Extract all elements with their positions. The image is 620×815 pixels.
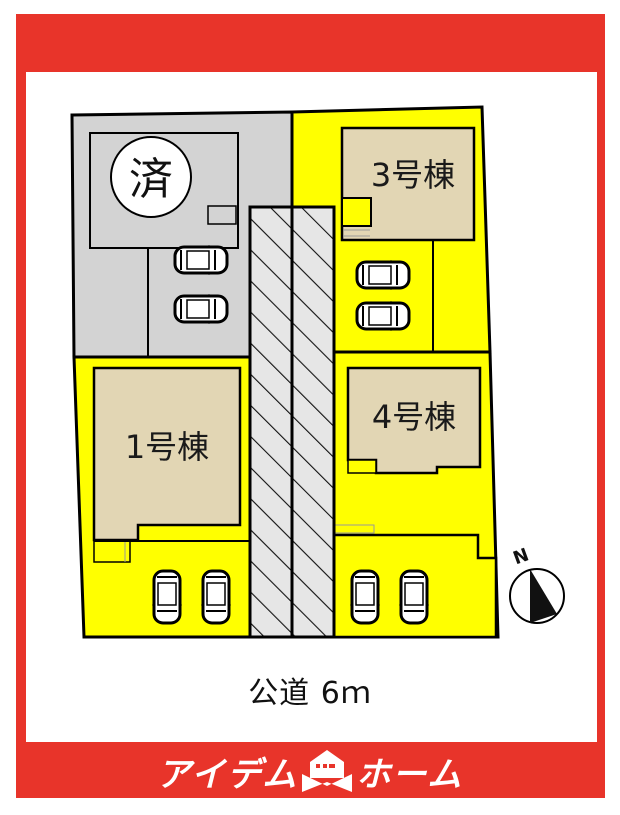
brand-name-right: ホーム [356, 754, 464, 795]
brand-logo: アイデム ホーム [0, 746, 620, 796]
private-road [248, 205, 336, 639]
public-road-label: 公道 6ｍ [248, 676, 372, 711]
lot-1: 1号棟 [72, 355, 252, 639]
lot-3: 3号棟 [290, 105, 492, 354]
svg-text:済: 済 [129, 154, 173, 205]
brand-name-left: アイデム [156, 754, 299, 795]
svg-text:3号棟: 3号棟 [371, 156, 455, 194]
north-compass-icon: N [509, 544, 565, 624]
lot-4: 4号棟 [332, 350, 500, 639]
sold-badge: 済 [110, 136, 192, 218]
svg-text:N: N [510, 544, 531, 569]
svg-text:4号棟: 4号棟 [372, 398, 456, 436]
svg-text:1号棟: 1号棟 [125, 428, 209, 466]
house-envelope-icon [302, 750, 353, 792]
